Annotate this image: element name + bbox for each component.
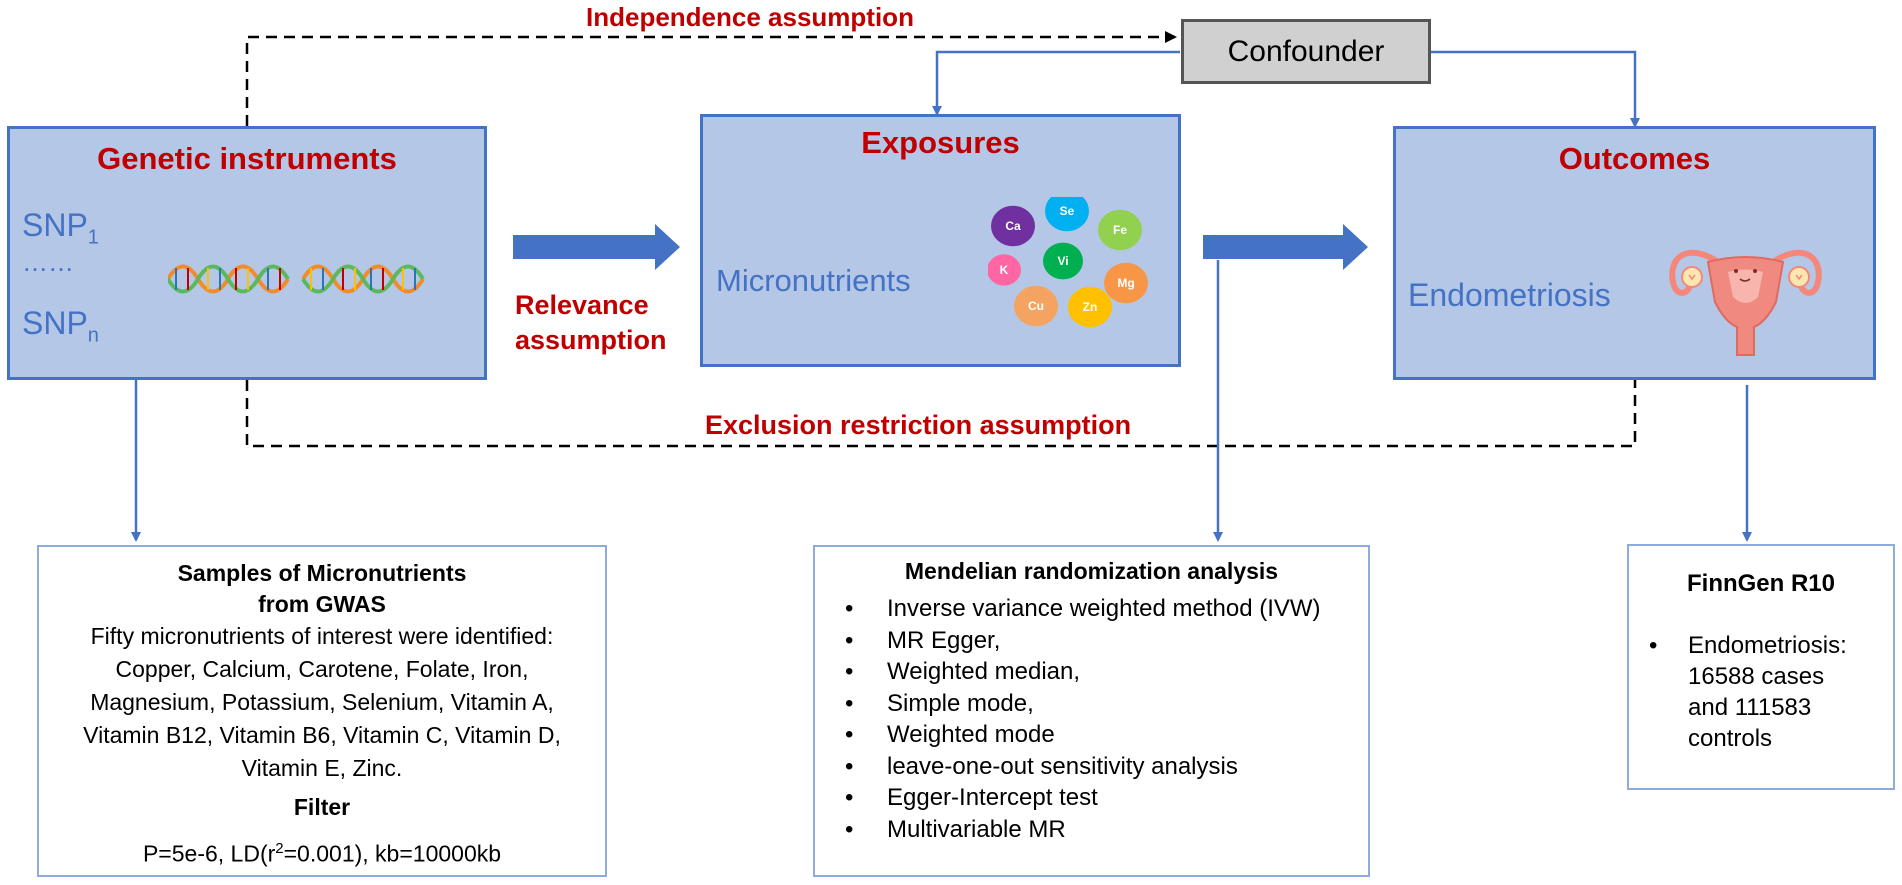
genetic-instruments-box: Genetic instruments SNP1 …… SNPn — [7, 126, 487, 380]
confounder-label: Confounder — [1227, 35, 1385, 68]
bubble-label-zn: Zn — [1083, 300, 1098, 314]
finngen-title: FinnGen R10 — [1686, 570, 1836, 597]
relevance-block-arrow — [513, 224, 680, 270]
mr-method-item: Simple mode, — [815, 688, 1368, 720]
bubble-label-se: Se — [1060, 204, 1075, 218]
bubble-label-vi: Vi — [1057, 254, 1068, 268]
mr-methods-list: Inverse variance weighted method (IVW) M… — [815, 593, 1368, 845]
filter-criteria: P=5e-6, LD(r2=0.001), kb=10000kb — [39, 832, 605, 871]
finngen-line-2: and 111583 — [1688, 694, 1812, 721]
mr-method-item: Weighted mode — [815, 719, 1368, 751]
bubble-label-cu: Cu — [1028, 299, 1044, 313]
bubble-label-fe: Fe — [1113, 223, 1127, 237]
relevance-assumption-label-line1: Relevance — [515, 290, 649, 320]
genetic-instruments-title: Genetic instruments — [97, 141, 397, 176]
samples-line-4: Vitamin E, Zinc. — [241, 755, 403, 781]
filter-criteria-sup: 2 — [275, 840, 284, 857]
exclusion-assumption-label: Exclusion restriction assumption — [705, 410, 1132, 440]
exposure-outcome-block-arrow — [1203, 224, 1368, 270]
bubble-cu — [1014, 285, 1058, 327]
mr-method-item: Inverse variance weighted method (IVW) — [815, 593, 1368, 625]
mr-method-item: Multivariable MR — [815, 814, 1368, 846]
bubble-vi — [1043, 242, 1083, 280]
finngen-details: Endometriosis: 16588 cases and 111583 co… — [1688, 630, 1847, 754]
samples-line-3: Vitamin B12, Vitamin B6, Vitamin C, Vita… — [83, 722, 561, 748]
snpn-base: SNP — [22, 305, 88, 341]
outcomes-title: Outcomes — [1558, 141, 1711, 176]
samples-line-1: Copper, Calcium, Carotene, Folate, Iron, — [115, 656, 529, 682]
micronutrients-label: Micronutrients — [716, 263, 911, 298]
filter-criteria-pre: P=5e-6, LD(r — [142, 840, 276, 867]
samples-line-2: Magnesium, Potassium, Selenium, Vitamin … — [90, 689, 554, 715]
samples-line-0: Fifty micronutrients of interest were id… — [90, 623, 554, 649]
finngen-line-1: 16588 cases — [1688, 663, 1825, 690]
samples-title-line1: Samples of Micronutrients — [177, 560, 467, 586]
finngen-panel: FinnGen R10 • Endometriosis: 16588 cases… — [1627, 544, 1895, 790]
confounder-box: Confounder — [1181, 19, 1431, 84]
snpn-label: SNPn — [22, 305, 99, 347]
snp-ellipsis: …… — [22, 247, 74, 277]
confounder-to-exposures-line — [932, 50, 1180, 116]
uterus-icon — [1669, 249, 1822, 356]
bubble-mg — [1104, 262, 1148, 304]
bubble-ca — [991, 205, 1035, 247]
filter-title: Filter — [293, 794, 351, 820]
finngen-line-3: controls — [1688, 725, 1773, 752]
finngen-line-0: Endometriosis: — [1688, 632, 1847, 659]
relevance-assumption-label-line2: assumption — [515, 325, 667, 355]
finngen-bullet: • — [1649, 632, 1658, 659]
confounder-to-outcomes-line — [1431, 50, 1640, 128]
mr-method-item: leave-one-out sensitivity analysis — [815, 751, 1368, 783]
exposures-title: Exposures — [861, 125, 1020, 160]
bubble-se — [1045, 197, 1089, 232]
bubble-fe — [1098, 209, 1142, 251]
bubble-label-k: K — [1000, 263, 1009, 277]
bubble-k — [988, 254, 1021, 286]
independence-assumption-label: Independence assumption — [586, 2, 914, 32]
mr-method-item: MR Egger, — [815, 625, 1368, 657]
snp1-label: SNP1 — [22, 207, 99, 249]
bubble-label-ca: Ca — [1005, 219, 1021, 233]
samples-panel: Samples of Micronutrients from GWAS Fift… — [37, 545, 607, 877]
snpn-subscript: n — [87, 324, 99, 347]
mr-method-item: Weighted median, — [815, 656, 1368, 688]
outcomes-box: Outcomes Endometriosis — [1393, 126, 1876, 380]
samples-title-line2: from GWAS — [258, 591, 386, 617]
filter-criteria-post: =0.001), kb=10000kb — [283, 840, 502, 867]
independence-dashed-line — [245, 31, 1177, 126]
exclusion-dashed-line — [245, 380, 1637, 448]
endometriosis-label: Endometriosis — [1408, 277, 1611, 313]
bubble-zn — [1068, 286, 1112, 328]
mr-analysis-panel: Mendelian randomization analysis Inverse… — [813, 545, 1370, 877]
mr-analysis-title: Mendelian randomization analysis — [904, 558, 1279, 584]
snp1-base: SNP — [22, 207, 88, 243]
dna-helix-icon — [168, 264, 425, 294]
mr-method-item: Egger-Intercept test — [815, 782, 1368, 814]
snp1-subscript: 1 — [87, 226, 99, 249]
bubble-label-mg: Mg — [1117, 276, 1134, 290]
